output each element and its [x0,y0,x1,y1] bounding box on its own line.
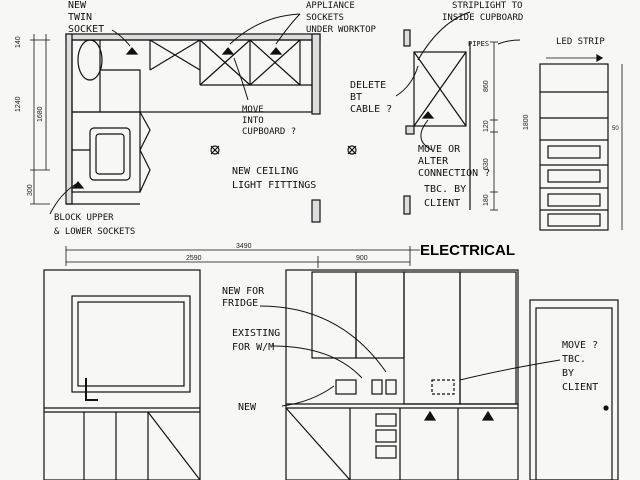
tall-unit-elevation [539,53,623,231]
new-label: NEW [238,402,257,413]
dim-300: 300 [27,184,34,196]
left-elevation [43,269,201,480]
plan-dimension-lines [30,34,420,268]
kitchen-plan [65,29,411,223]
dim-50: 50 [612,126,619,132]
new-ceiling-label: NEW CEILING LIGHT FITTINGS [232,166,316,191]
appliance-sockets-label: APPLIANCE SOCKETS UNDER WORKTOP [306,1,377,35]
dim-120: 120 [483,120,490,132]
led-strip-label: LED STRIP [556,37,605,47]
drawing-heading: ELECTRICAL [420,242,515,259]
move-tbc-label: MOVE ? TBC. BY CLIENT [562,340,604,393]
dim-3490: 3490 [236,243,252,250]
dim-1800: 1800 [523,114,530,130]
elevation-leaders [259,305,561,407]
cupboard-section [405,41,498,211]
dim-1240: 1240 [15,96,22,112]
dim-630: 630 [483,158,490,170]
dim-860: 860 [483,80,490,92]
dim-900: 900 [356,255,368,262]
right-elevation [285,269,619,480]
delete-bt-cable-label: DELETE BT CABLE ? [350,80,392,115]
new-twin-socket-label: NEW TWIN SOCKET [68,0,104,35]
move-or-alter-label: MOVE OR ALTER CONNECTION ? TBC. BY CLIEN… [418,144,496,209]
new-for-fridge-label: NEW FOR FRIDGE [222,286,270,309]
annotation-leaders [49,11,521,215]
pipes-label: PIPES [468,40,489,48]
striplight-label: STRIPLIGHT TO INSIDE CUPBOARD [442,1,528,23]
existing-for-wm-label: EXISTING FOR W/M [232,328,286,353]
dim-140: 140 [15,36,22,48]
dim-1680: 1680 [37,106,44,122]
dim-2590: 2590 [186,255,202,262]
dim-180: 180 [483,194,490,206]
move-into-cupboard-label: MOVE INTO CUPBOARD ? [242,105,296,137]
block-sockets-label: BLOCK UPPER & LOWER SOCKETS [54,213,135,237]
